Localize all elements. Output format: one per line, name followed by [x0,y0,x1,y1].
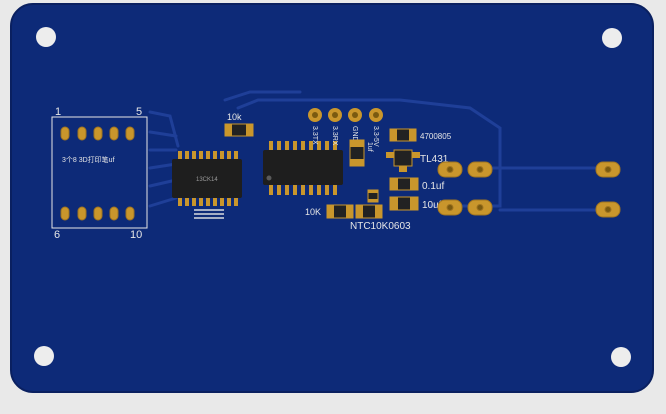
copper-traces [148,90,602,212]
resistor-10k-top: 10k [224,112,254,137]
label-10uf: 10uf [422,200,442,211]
connector-pin6-label: 6 [54,229,60,241]
connector-pin10-label: 10 [130,229,142,241]
label-1uf: 1uf [366,142,373,152]
resistor-10k-bottom: 10K [305,204,354,219]
pcb-board [10,3,654,393]
mounting-holes [34,27,631,367]
chip-u1-marking: 13CK14 [196,177,218,183]
label-ntc: NTC10K0603 [350,221,411,232]
label-4700805: 4700805 [420,132,452,141]
connector-pin5-label: 5 [136,106,142,118]
chip-u2 [263,141,343,195]
thermistor-ntc: NTC10K0603 [350,204,411,232]
pin-label-gnd: GND [351,126,358,142]
capacitor-1uf: 1uf [349,139,373,167]
mounting-hole [602,28,622,48]
regulator-tl431: TL431 [386,149,449,172]
header-pads [308,108,383,122]
capacitor-10uf: 10uf [389,196,442,211]
pin-label-3v3rx: 3.3RX [331,126,338,146]
label-0-1uf: 0.1uf [422,181,444,192]
label-10k-bottom: 10K [305,207,321,217]
label-10k-top: 10k [227,112,242,122]
label-tl431: TL431 [420,154,449,165]
output-pads [437,161,621,218]
connector-pads [60,126,135,221]
capacitor-0-1uf: 0.1uf [389,177,444,192]
connector-outline [51,116,148,229]
mounting-hole [34,346,54,366]
connector-pin1-label: 1 [55,106,61,118]
mounting-hole [36,27,56,47]
capacitor-small [367,189,379,203]
mounting-hole [611,347,631,367]
chip-u1: 13CK14 [172,151,242,219]
connector-silk-text: 3个8 3D打印笔uf [62,155,115,164]
pin-label-3v3tx: 3.3TX [311,126,318,145]
pin-label-vcc: 3.3-5V [372,126,379,147]
resistor-4700805: 4700805 [389,128,452,142]
